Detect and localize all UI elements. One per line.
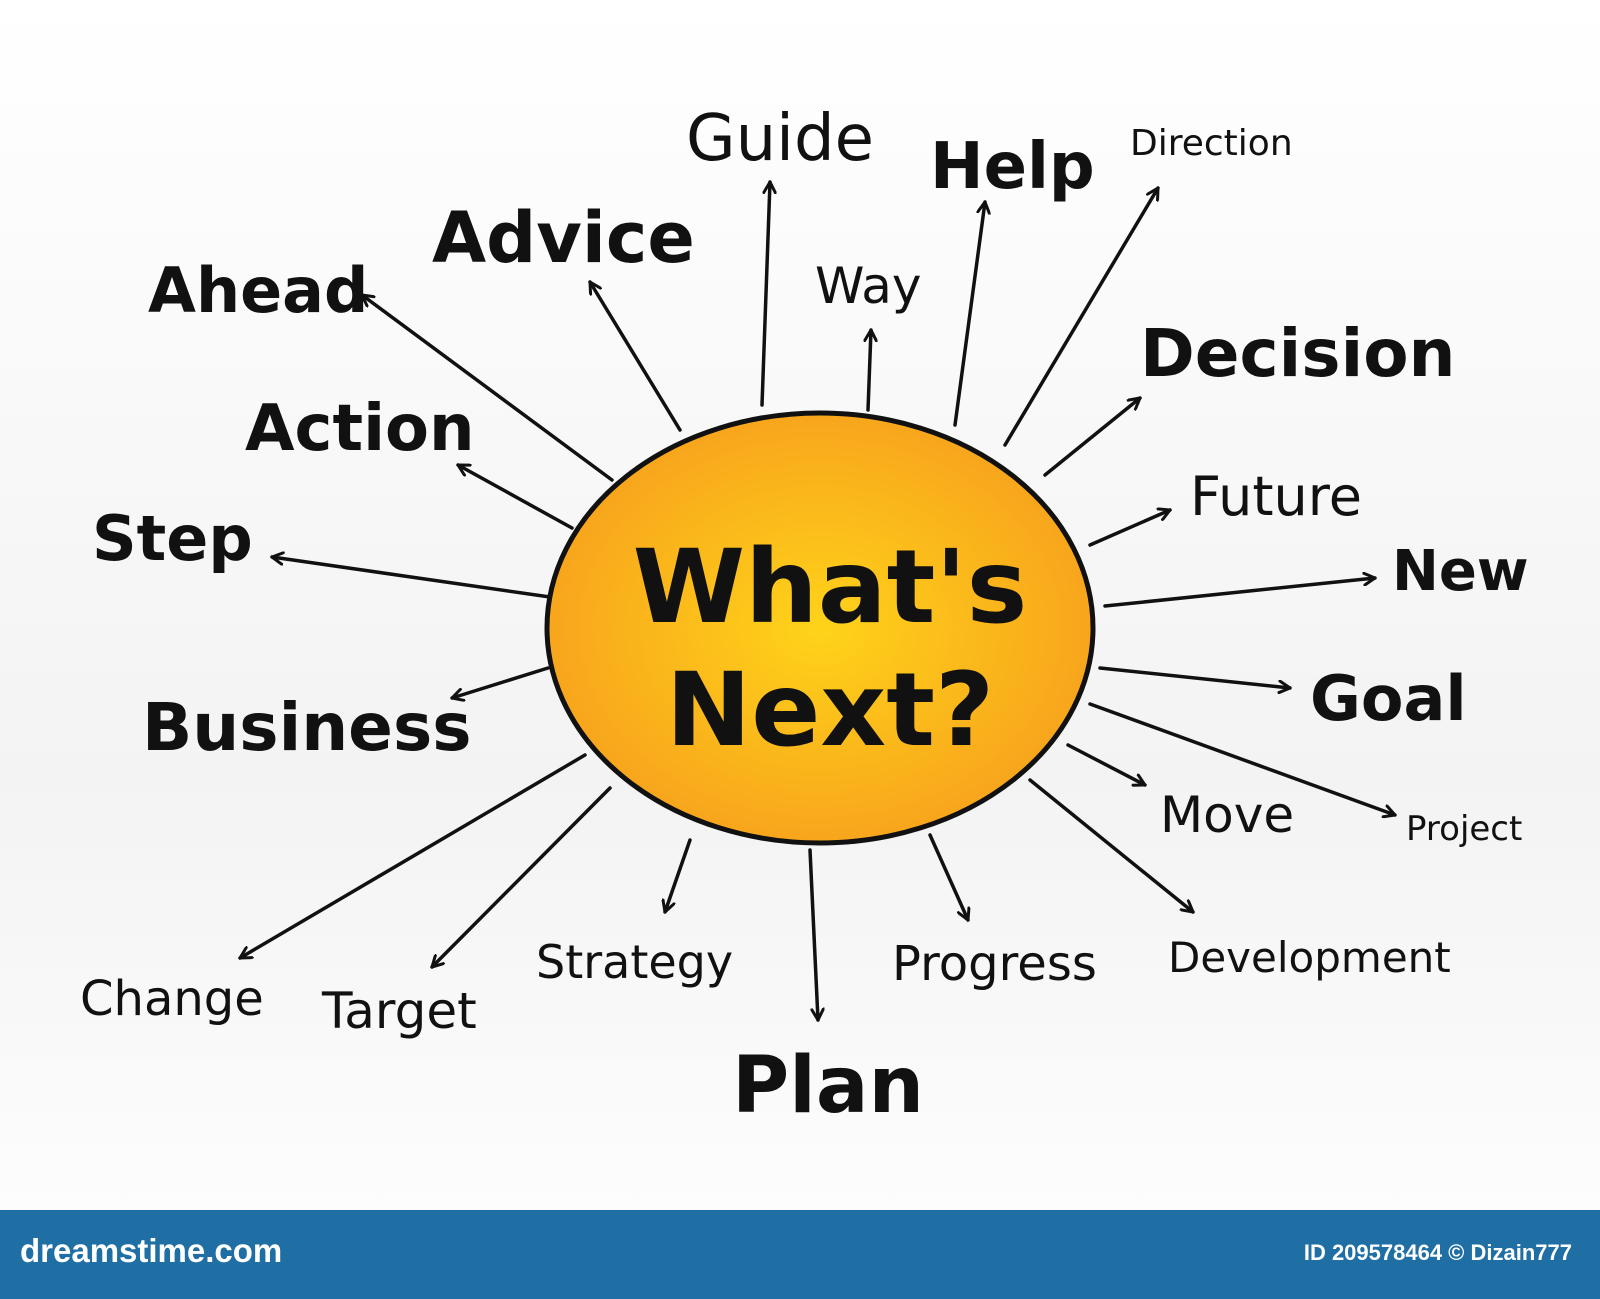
arrow-development (1028, 778, 1195, 914)
label-change: Change (80, 971, 264, 1027)
label-project: Project (1406, 809, 1522, 849)
center-title-line-1: What's (633, 528, 1028, 647)
label-step: Step (92, 502, 253, 575)
label-goal: Goal (1310, 662, 1467, 735)
label-plan: Plan (732, 1041, 924, 1131)
label-guide: Guide (686, 102, 874, 176)
arrow-target (430, 786, 612, 969)
label-strategy: Strategy (536, 935, 733, 989)
arrow-change (238, 753, 587, 960)
arrow-action (456, 463, 574, 530)
label-help: Help (930, 130, 1095, 204)
arrow-ahead (360, 293, 614, 482)
label-target: Target (321, 982, 477, 1040)
label-advice: Advice (432, 197, 695, 279)
mind-map-diagram: What's Next? Ahead Advice Guide Way Help… (80, 102, 1529, 1131)
arrow-project (1088, 702, 1397, 815)
arrow-direction (1003, 186, 1160, 447)
arrow-move (1066, 743, 1147, 785)
label-business: Business (142, 689, 472, 766)
arrows (238, 180, 1397, 1022)
arrow-new (1103, 578, 1377, 608)
footer-image-id-credit: ID 209578464 © Dizain777 (1303, 1240, 1572, 1265)
arrow-decision (1043, 396, 1142, 477)
label-action: Action (245, 392, 475, 466)
arrow-business (450, 666, 550, 698)
label-way: Way (815, 257, 921, 315)
arrow-way (868, 328, 871, 412)
branch-labels: Ahead Advice Guide Way Help Direction De… (80, 102, 1529, 1131)
arrow-goal (1098, 666, 1292, 688)
arrow-progress (928, 833, 968, 922)
footer-brand[interactable]: dreamstime.com (20, 1232, 283, 1269)
label-new: New (1392, 539, 1529, 604)
label-future: Future (1190, 465, 1362, 528)
arrow-plan (808, 848, 818, 1022)
arrow-future (1088, 510, 1172, 547)
center-title-line-2: Next? (666, 651, 994, 770)
label-ahead: Ahead (148, 254, 368, 327)
footer-bar: dreamstime.com ID 209578464 © Dizain777 (0, 1210, 1600, 1299)
label-progress: Progress (892, 936, 1097, 992)
label-decision: Decision (1140, 315, 1456, 392)
label-direction: Direction (1130, 123, 1293, 164)
arrow-strategy (665, 838, 692, 914)
arrow-advice (588, 280, 682, 432)
arrow-guide (760, 180, 770, 407)
label-move: Move (1160, 786, 1294, 844)
center-node (544, 410, 1096, 846)
arrow-step (270, 557, 552, 599)
arrow-help (953, 200, 985, 427)
label-development: Development (1168, 933, 1451, 982)
